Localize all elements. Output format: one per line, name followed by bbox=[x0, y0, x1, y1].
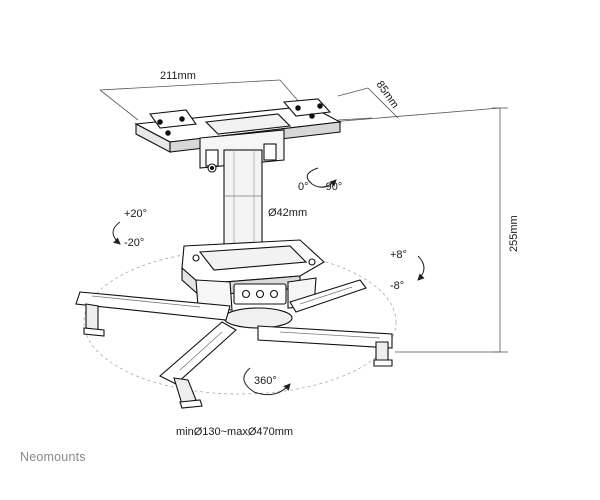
top-rotation-end-label: -90° bbox=[322, 181, 342, 193]
swivel-minus-label: -8° bbox=[390, 280, 404, 292]
tilt-minus-label: -20° bbox=[124, 237, 144, 249]
swivel-arrow bbox=[417, 255, 425, 281]
extension-pole bbox=[223, 149, 263, 251]
arm-range-label: minØ130~maxØ470mm bbox=[176, 426, 293, 438]
swivel-plus-label: +8° bbox=[390, 249, 407, 261]
tilt-arrow bbox=[112, 221, 121, 245]
top-rotation-arrow bbox=[306, 167, 337, 188]
top-rotation-start-label: 0° bbox=[298, 181, 309, 193]
tilt-plus-label: +20° bbox=[124, 208, 147, 220]
pole-diameter-label: Ø42mm bbox=[268, 207, 307, 219]
dimension-lines bbox=[99, 79, 508, 353]
full-rotation-arrow bbox=[243, 367, 291, 396]
rotation-arrows bbox=[112, 167, 425, 396]
height-dimension-label: 255mm bbox=[508, 215, 520, 252]
width-dimension-label: 211mm bbox=[160, 70, 196, 82]
full-rotation-label: 360° bbox=[254, 375, 277, 387]
ceiling-plate bbox=[134, 98, 342, 173]
depth-dimension-label: 85mm bbox=[374, 79, 401, 111]
adapter-arms bbox=[75, 279, 393, 409]
arm-range-ellipse bbox=[83, 249, 397, 395]
brand-logo-text: Neomounts bbox=[20, 450, 86, 464]
